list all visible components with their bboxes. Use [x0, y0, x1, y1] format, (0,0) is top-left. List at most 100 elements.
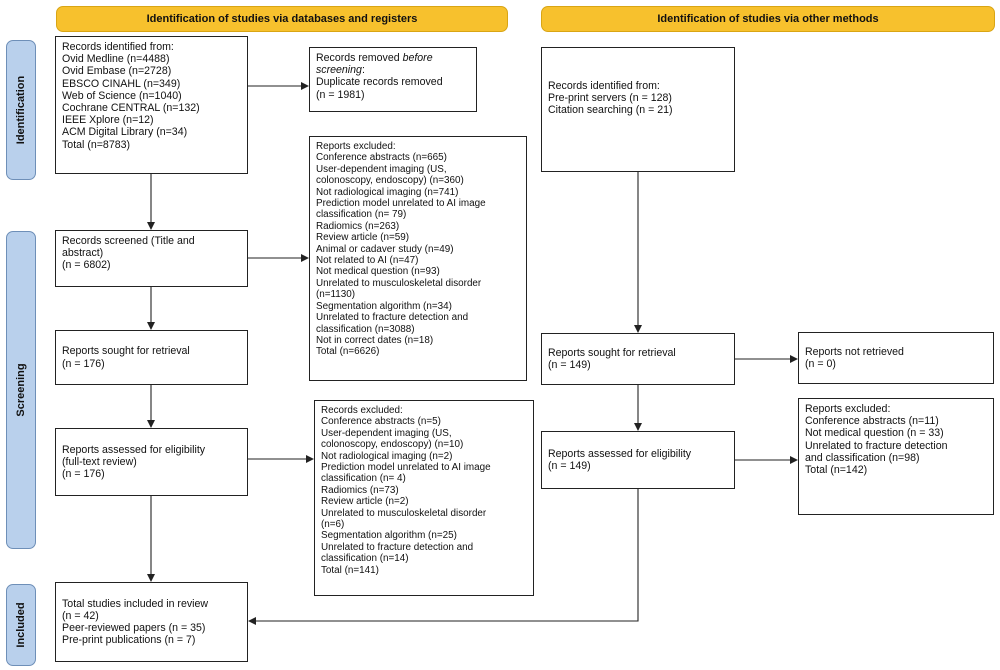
exclusion-total: Total (n=6626) [316, 346, 380, 358]
reports-sought-right-count: (n = 149) [548, 359, 591, 371]
source-line: IEEE Xplore (n=12) [62, 114, 154, 127]
exclusion-line: classification (n= 79) [316, 209, 407, 221]
records-screened-line1: Records screened (Title and [62, 235, 195, 247]
exclusion-line: Reports excluded: [316, 141, 396, 152]
exclusion-line: Conference abstracts (n=11) [805, 415, 939, 428]
source-line: EBSCO CINAHL (n=349) [62, 77, 181, 90]
preprint-count: Pre-print publications (n = 7) [62, 634, 196, 647]
total-included-box: Total studies included in review (n = 42… [55, 582, 248, 662]
source-line: Pre-print servers (n = 128) [548, 92, 672, 105]
exclusion-line: Unrelated to fracture detection and [316, 312, 469, 324]
exclusion-line: Animal or cadaver study (n=49) [316, 243, 454, 255]
exclusion-line: and classification (n=98) [805, 451, 920, 464]
exclusion-line: Unrelated to fracture detection and [321, 541, 474, 553]
exclusion-line: classification (n= 4) [321, 473, 406, 485]
reports-not-retrieved-label: Reports not retrieved [805, 345, 904, 358]
reports-sought-right-box: Reports sought for retrieval (n = 149) [541, 333, 735, 385]
phase-included: Included [6, 584, 36, 666]
peer-reviewed-count: Peer-reviewed papers (n = 35) [62, 622, 206, 634]
records-identified-title: Records identified from: [62, 41, 174, 53]
exclusion-line: Not radiological imaging (n=2) [321, 450, 453, 462]
exclusion-line: Not in correct dates (n=18) [316, 334, 434, 346]
exclusion-line: colonoscopy, endoscopy) (n=360) [316, 175, 464, 187]
other-records-identified-box: Records identified from: Pre-print serve… [541, 47, 735, 172]
records-excluded-eligibility-box: Records excluded: Conference abstracts (… [314, 400, 534, 596]
exclusion-line: Segmentation algorithm (n=34) [316, 300, 452, 312]
exclusion-line: Conference abstracts (n=5) [321, 416, 441, 428]
records-removed-box: Records removed before screening: Duplic… [309, 47, 477, 112]
reports-not-retrieved-box: Reports not retrieved (n = 0) [798, 332, 994, 384]
total-included-count: (n = 42) [62, 609, 99, 622]
reports-sought-left-box: Reports sought for retrieval (n = 176) [55, 330, 248, 385]
exclusion-line: Review article (n=2) [321, 496, 409, 508]
exclusion-line: Prediction model unrelated to AI image [321, 462, 491, 474]
source-line: ACM Digital Library (n=34) [62, 126, 188, 139]
reports-assessed-left-label2: (full-text review) [62, 455, 137, 468]
exclusion-line: Prediction model unrelated to AI image [316, 198, 486, 210]
reports-sought-left-label: Reports sought for retrieval [62, 345, 190, 358]
duplicate-records-label: Duplicate records removed [316, 76, 443, 89]
exclusion-line: Radiomics (n=263) [316, 220, 400, 232]
exclusion-line: Unrelated to musculoskeletal disorder [321, 507, 487, 519]
exclusion-line: Conference abstracts (n=665) [316, 152, 447, 164]
exclusion-line: User-dependent imaging (US, [316, 163, 447, 175]
phase-screening: Screening [6, 231, 36, 549]
source-line: Citation searching (n = 21) [548, 104, 673, 117]
exclusion-line: Segmentation algorithm (n=25) [321, 530, 457, 542]
header-other-methods: Identification of studies via other meth… [541, 6, 995, 32]
exclusion-line: Not radiological imaging (n=741) [316, 186, 459, 198]
arrow-assessed-right-to-included [248, 489, 639, 625]
exclusion-total: Total (n=142) [805, 464, 868, 477]
exclusion-line: Radiomics (n=73) [321, 484, 399, 496]
records-removed-line2: screening: [316, 64, 470, 76]
reports-assessed-left-box: Reports assessed for eligibility (full-t… [55, 428, 248, 496]
reports-assessed-right-count: (n = 149) [548, 460, 591, 472]
records-removed-screening: screening [316, 64, 362, 77]
reports-sought-left-count: (n = 176) [62, 357, 105, 370]
records-removed-prefix: Records removed [316, 52, 403, 64]
reports-assessed-left-count: (n = 176) [62, 468, 105, 481]
exclusion-line: Unrelated to fracture detection [805, 439, 948, 452]
records-identified-box: Records identified from: Ovid Medline (n… [55, 36, 248, 174]
records-removed-colon: : [361, 64, 365, 77]
reports-sought-right-label: Reports sought for retrieval [548, 346, 676, 359]
records-identified-total: Total (n=8783) [62, 138, 131, 151]
reports-excluded-screening-box: Reports excluded: Conference abstracts (… [309, 136, 527, 381]
duplicate-records-count: (n = 1981) [316, 88, 365, 101]
header-databases: Identification of studies via databases … [56, 6, 508, 32]
source-line: Ovid Embase (n=2728) [62, 65, 172, 78]
exclusion-line: Not medical question (n=93) [316, 266, 440, 278]
records-screened-box: Records screened (Title and abstract) (n… [55, 230, 248, 287]
header-other-methods-label: Identification of studies via other meth… [657, 13, 879, 25]
reports-not-retrieved-count: (n = 0) [805, 358, 836, 370]
source-line: Cochrane CENTRAL (n=132) [62, 102, 200, 115]
exclusion-line: classification (n=14) [321, 553, 409, 565]
exclusion-line: Reports excluded: [805, 403, 891, 415]
exclusion-line: Not related to AI (n=47) [316, 255, 419, 267]
exclusion-total: Total (n=141) [321, 564, 379, 576]
exclusion-line: Review article (n=59) [316, 232, 410, 244]
records-removed-before: before [402, 52, 433, 64]
exclusion-line: (n=6) [321, 519, 345, 531]
header-databases-label: Identification of studies via databases … [146, 13, 418, 25]
source-line: Web of Science (n=1040) [62, 89, 182, 102]
records-screened-count: (n = 6802) [62, 259, 111, 272]
reports-excluded-right-box: Reports excluded: Conference abstracts (… [798, 398, 994, 515]
exclusion-line: Not medical question (n = 33) [805, 427, 944, 440]
exclusion-line: colonoscopy, endoscopy) (n=10) [321, 439, 464, 451]
phase-identification: Identification [6, 40, 36, 180]
exclusion-line: classification (n=3088) [316, 323, 415, 335]
source-line: Ovid Medline (n=4488) [62, 53, 170, 66]
reports-assessed-left-label: Reports assessed for eligibility [62, 443, 206, 456]
total-included-label: Total studies included in review [62, 597, 209, 610]
exclusion-line: (n=1130) [316, 289, 356, 301]
reports-assessed-right-box: Reports assessed for eligibility (n = 14… [541, 431, 735, 489]
exclusion-line: Unrelated to musculoskeletal disorder [316, 277, 482, 289]
records-screened-line2: abstract) [62, 247, 104, 260]
exclusion-line: Records excluded: [321, 405, 403, 416]
records-removed-line1: Records removed before [316, 52, 470, 64]
other-records-title: Records identified from: [548, 80, 660, 92]
exclusion-line: User-dependent imaging (US, [321, 427, 452, 439]
